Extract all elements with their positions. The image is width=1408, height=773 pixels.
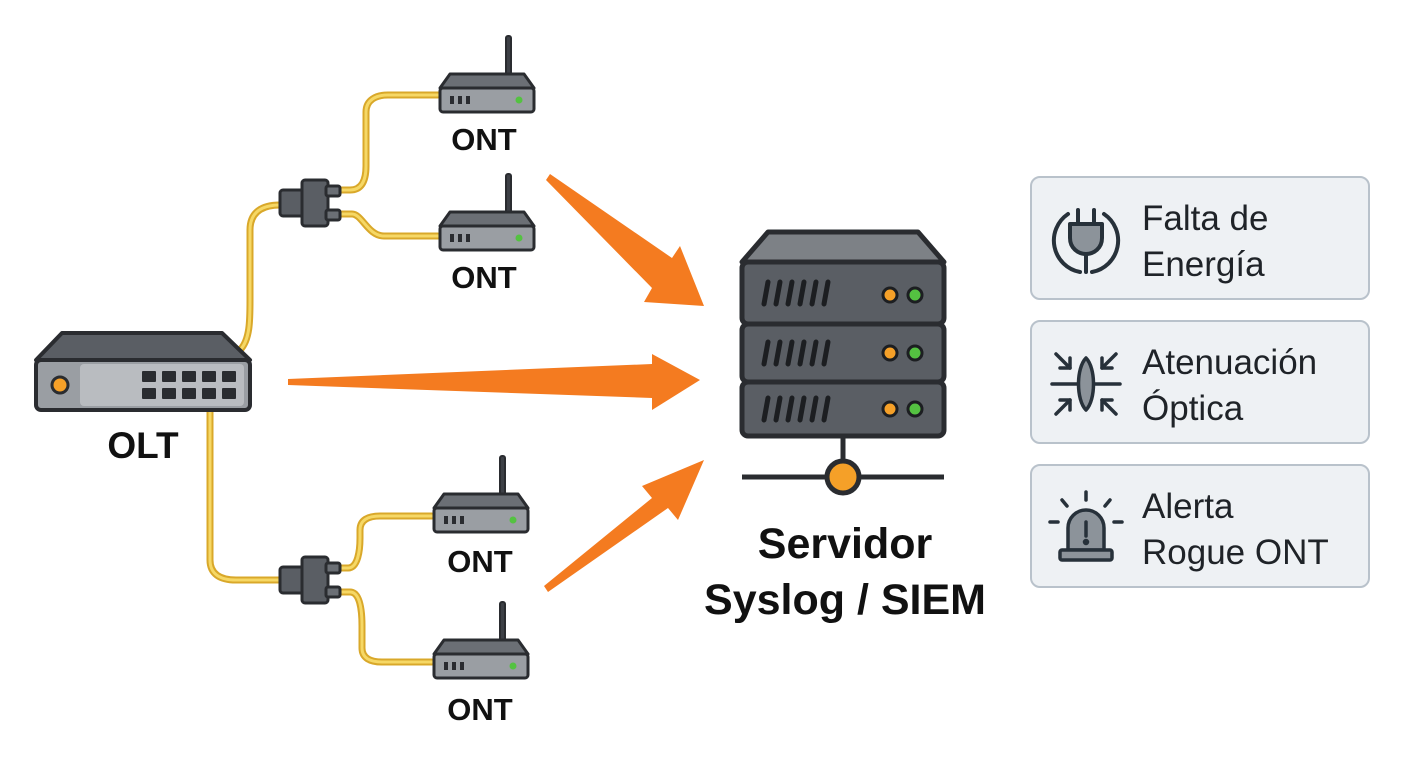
alert-card-optical-attenuation-text: Atenuación Óptica: [1142, 343, 1318, 428]
optical-attenuation-icon: [1050, 352, 1122, 416]
splitter-top: [278, 178, 342, 228]
server-label-line2: Syslog / SIEM: [704, 576, 986, 624]
olt-label: OLT: [107, 425, 179, 466]
arrow-middle: [288, 354, 700, 410]
arrow-bottom: [544, 460, 704, 592]
power-plug-icon: [1051, 208, 1121, 274]
ont-device-3: [432, 454, 530, 534]
fiber-cables: [206, 91, 442, 666]
ont-label-3: ONT: [447, 544, 513, 579]
ont-device-1: [438, 34, 536, 114]
log-arrows: [288, 174, 704, 592]
splitter-bottom: [278, 555, 342, 605]
siren-alarm-icon: [1048, 490, 1124, 562]
syslog-server: [739, 229, 947, 496]
alert-card-power-loss: Falta de Energía: [1030, 176, 1370, 300]
ont-device-2: [438, 172, 536, 252]
arrow-top: [546, 174, 704, 306]
alert-card-optical-attenuation: Atenuación Óptica: [1030, 320, 1370, 444]
ont-label-2: ONT: [451, 260, 517, 295]
ont-label-1: ONT: [451, 122, 517, 157]
ont-label-4: ONT: [447, 692, 513, 727]
ont-device-4: [432, 600, 530, 680]
alert-card-rogue-ont-text: Alerta Rogue ONT: [1142, 487, 1329, 572]
alert-card-power-loss-text: Falta de Energía: [1142, 199, 1269, 284]
olt-device: [34, 331, 252, 412]
server-label-line1: Servidor: [758, 520, 933, 568]
alert-card-rogue-ont: Alerta Rogue ONT: [1030, 464, 1370, 588]
